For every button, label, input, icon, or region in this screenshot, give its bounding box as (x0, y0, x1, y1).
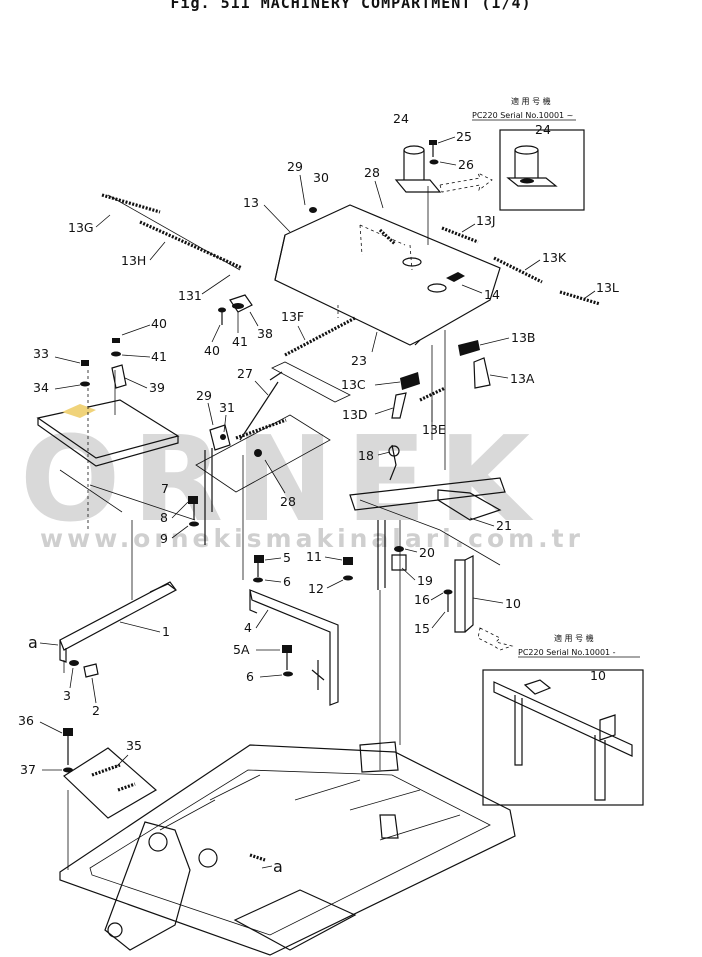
callout-27: 27 (237, 366, 253, 381)
callout-23: 23 (351, 353, 367, 368)
callout-37: 37 (20, 762, 36, 777)
inset-bottom-serial: PC220 Serial No.10001 - (518, 648, 616, 657)
lever-27 (195, 371, 331, 493)
callout-33: 33 (33, 346, 49, 361)
callout-131: 131 (178, 288, 202, 303)
inset-bottom-part: 10 (590, 668, 606, 683)
inset-top-part: 24 (535, 122, 551, 137)
callout-6-mid: 6 (283, 574, 291, 589)
bolt-38-40-41 (218, 294, 253, 325)
callout-2: 2 (92, 703, 100, 718)
callout-7: 7 (161, 481, 169, 496)
pad-13d (391, 392, 407, 419)
callout-16: 16 (414, 592, 430, 607)
callout-38: 38 (257, 326, 273, 341)
floor-plate-left (36, 338, 180, 530)
callout-8: 8 (160, 510, 168, 525)
callout-30: 30 (313, 170, 329, 185)
inset-top-serial: PC220 Serial No.10001 ~ (472, 111, 573, 120)
callout-40-mid: 40 (204, 343, 220, 358)
callout-21: 21 (496, 518, 512, 533)
callout-35: 35 (126, 738, 142, 753)
callout-34: 34 (33, 380, 49, 395)
pad-13a (473, 357, 491, 389)
callout-6-low: 6 (246, 669, 254, 684)
callout-24: 24 (393, 111, 409, 126)
callout-3: 3 (63, 688, 71, 703)
base-frame (59, 520, 516, 956)
callout-13d: 13D (342, 407, 368, 422)
callout-36: 36 (18, 713, 34, 728)
bracket-10 (443, 555, 514, 651)
inset-top: 適 用 号 機 PC220 Serial No.10001 ~ 24 (472, 96, 585, 211)
callout-41-mid: 41 (232, 334, 248, 349)
callout-29-mid: 29 (196, 388, 212, 403)
callout-13e: 13E (422, 422, 446, 437)
callout-18: 18 (358, 448, 374, 463)
callout-13b: 13B (511, 330, 535, 345)
callout-13a: 13A (510, 371, 535, 386)
callout-labels: 24 25 26 28 29 30 13 13G 13H 131 13J 13K… (18, 111, 619, 876)
pad-13b (458, 340, 480, 356)
callout-14: 14 (484, 287, 500, 302)
rod-13l (559, 290, 601, 306)
pad-13e (419, 386, 446, 402)
callout-10: 10 (505, 596, 521, 611)
inset-bottom-header: 適 用 号 機 (554, 633, 594, 643)
callout-13c: 13C (341, 377, 366, 392)
callout-9: 9 (160, 531, 168, 546)
callout-5: 5 (283, 550, 291, 565)
callout-39: 39 (149, 380, 165, 395)
callout-11: 11 (306, 549, 322, 564)
callout-5a: 5A (233, 642, 250, 657)
rod-13f (284, 316, 356, 357)
hood-cover (274, 204, 501, 346)
frame-18-21 (349, 444, 506, 770)
callout-13j: 13J (476, 213, 496, 228)
callout-28-top: 28 (364, 165, 380, 180)
callout-13g: 13G (68, 220, 94, 235)
callout-13f: 13F (281, 309, 304, 324)
variant-arrow (439, 172, 493, 193)
callout-19: 19 (417, 573, 433, 588)
rod-13h (139, 220, 243, 270)
rod-13g (101, 193, 161, 214)
bolt-25 (429, 140, 439, 165)
callout-12: 12 (308, 581, 324, 596)
watermark-url: www.ornekismakinalari.com.tr (40, 524, 584, 553)
callout-28-mid: 28 (280, 494, 296, 509)
callout-13: 13 (243, 195, 259, 210)
bracket-4 (242, 455, 353, 706)
callout-13l: 13L (596, 280, 619, 295)
callout-31: 31 (219, 400, 235, 415)
callout-1: 1 (162, 624, 170, 639)
bracket-8-9 (89, 448, 213, 545)
figure-title: Fig. 511 MACHINERY COMPARTMENT (1/4) (170, 0, 532, 12)
exhaust-pipe (394, 145, 442, 245)
callout-25: 25 (456, 129, 472, 144)
rod-13j (441, 226, 479, 244)
callout-41-top: 41 (151, 349, 167, 364)
callout-13k: 13K (542, 250, 567, 265)
pad-13c (400, 372, 420, 390)
bar-1 (59, 520, 177, 678)
callout-4: 4 (244, 620, 252, 635)
inset-top-header: 適 用 号 機 (511, 96, 551, 106)
callout-13h: 13H (121, 253, 146, 268)
callout-a-bottom: a (273, 857, 283, 876)
callout-15: 15 (414, 621, 430, 636)
callout-26: 26 (458, 157, 474, 172)
rod-13k (493, 256, 543, 284)
inset-bottom: 適 用 号 機 PC220 Serial No.10001 - 10 (482, 633, 644, 806)
callout-20: 20 (419, 545, 435, 560)
callout-a-left: a (28, 633, 38, 652)
plate-35 (63, 728, 158, 819)
callout-40-top: 40 (151, 316, 167, 331)
callout-29-top: 29 (287, 159, 303, 174)
